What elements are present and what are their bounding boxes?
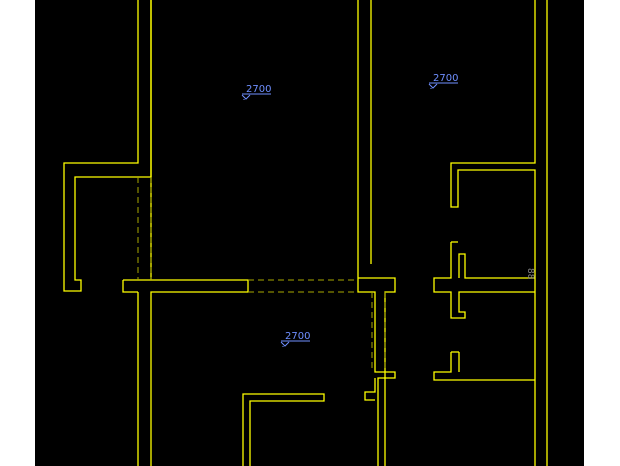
floor-plan-svg: 2700 2700 2700 88 [63,0,548,466]
elevation-triangle-icon [241,94,251,100]
lower-center-door-opening [371,292,386,372]
center-column-wall [357,0,396,466]
left-outer-wall [63,0,152,292]
center-door-opening [248,279,358,293]
right-lower-stub [433,351,535,381]
level-value-text: 2700 [285,331,310,342]
level-marker-upper-left-room: 2700 [241,84,271,100]
elevation-triangle-icon [280,341,290,347]
level-markers: 2700 2700 2700 [241,73,458,347]
ucs-axis-icon: 88 [525,268,535,280]
elevation-triangle-icon [428,83,438,89]
wall-lines [63,0,548,466]
left-door-opening [137,177,152,280]
level-value-text: 2700 [433,73,458,84]
level-value-text: 2700 [246,84,271,95]
central-partition-wall [122,279,249,466]
cad-drawing-canvas[interactable]: 2700 2700 2700 88 [35,0,584,466]
lower-inner-partition [242,393,325,466]
axis-glyph-text: 88 [525,268,535,280]
level-marker-lower-room: 2700 [280,331,310,347]
right-outer-wall [450,0,548,466]
level-marker-upper-right-room: 2700 [428,73,458,89]
door-openings [137,177,386,372]
right-t-column [433,241,535,319]
